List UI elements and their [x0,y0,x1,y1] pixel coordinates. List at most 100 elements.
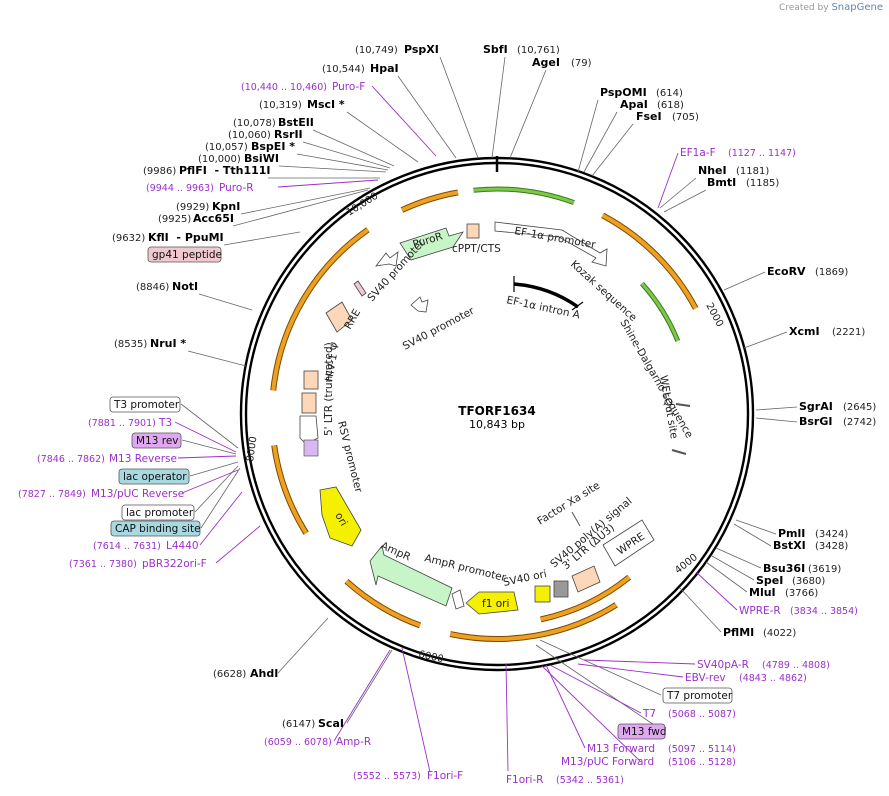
boxed-labels: gp41 peptide T3 promoter M13 rev lac ope… [109,246,733,740]
primer-leader-5 [577,663,684,678]
sv40-promoter-outer-arrow [375,251,399,267]
t3-promoter-box [109,396,181,413]
leader-23 [755,417,798,423]
primer-m13-forward: M13 Forward [587,743,655,755]
sv40-promoter-inner-label: SV40 promoter [401,305,477,353]
leader-15 [577,99,599,173]
enzyme-agei: AgeI [532,56,560,69]
welqut-mark [675,403,691,407]
plasmid-size: 10,843 bp [469,418,525,431]
enzyme-ahdi: AhdI [250,667,278,680]
enzyme-fsei: FseI [636,110,662,123]
enzyme-pflmi: PflMI [723,626,754,639]
ef1a-arc-outer [473,187,575,204]
enzyme-bmti-pos: (1185) [746,178,779,189]
factor-xa-mark [571,511,581,527]
enzyme-ecorv: EcoRV [767,265,806,278]
enzyme-rsrii: RsrII [274,128,303,141]
orf-arc-east-1 [449,603,618,641]
leader-10 [240,187,371,215]
enzyme-pspxi: PspXI [404,43,439,56]
primer-pbr322ori-f: pBR322ori-F [142,558,207,570]
t7-promoter-box [662,687,733,704]
primer-f1ori-f: F1ori-F [427,770,463,782]
leader-26 [715,547,762,569]
primer-ebv-rev-range: (4843 .. 4862) [739,673,807,684]
enzyme-labels: (10,749) PspXI SbfI (10,761) AgeI (79) (… [112,43,876,730]
enzyme-nrui: NruI * [150,337,186,350]
primer-leader-3 [695,571,738,611]
primer-m13-puc-forward-range: (5106 .. 5128) [668,757,736,768]
enzyme-sgrai: SgrAI [799,400,833,413]
primer-amp-r: Amp-R [336,736,371,748]
leader-28 [705,561,748,593]
primer-leader-6 [549,664,642,714]
primer-ebv-rev: EBV-rev [685,672,726,684]
enzyme-mlui-pos: (3766) [785,588,818,599]
leader-25 [733,523,772,547]
factor-xa-label: Factor Xa site [535,480,602,528]
ori-arrow [319,486,362,547]
leader-19 [663,189,707,213]
enzyme-msci: MscI * [307,98,345,111]
primer-leader-7 [545,664,586,749]
leader-2 [509,69,547,159]
enzyme-msci-pos: (10,319) [259,100,302,111]
primer-puro-r-range: (9944 .. 9963) [146,183,214,194]
ampr-arrow [369,545,453,607]
lac-operator-box [118,468,190,485]
enzyme-kfli-pos: (9632) [112,233,145,244]
enzyme-rsrii-pos: (10,060) [228,130,271,141]
ruler-8000: 8000 [245,436,259,463]
ruler-6000: 6000 [417,649,444,665]
enzyme-agei-pos: (79) [571,58,592,69]
leader-24 [735,519,777,535]
leader-7 [296,153,389,171]
primer-f1ori-r-range: (5342 .. 5361) [556,775,624,786]
enzyme-noti-pos: (8846) [136,282,169,293]
lac-promoter-label: lac promoter [126,507,194,519]
leader-5 [312,129,395,167]
lac-promoter-box [121,504,195,521]
lac-operator-label: lac operator [123,471,187,483]
ef1a-arc-inner-outline [640,281,681,342]
ruler-4000: 4000 [673,552,700,576]
shine-dalgarno-label: Shine-Dalgarno sequence [617,318,695,441]
primer-sv40pa-r-range: (4789 .. 4808) [762,660,830,671]
enzyme-apai-pos: (618) [657,100,684,111]
orf-arc-north [401,190,459,212]
cppt-box [466,223,480,239]
m13-rev-label: M13 rev [136,435,179,447]
t7-promoter-label: T7 promoter [666,690,733,702]
leader-30 [277,617,329,674]
enzyme-kpni-pos: (9929) [176,202,209,213]
cap-site-box [110,520,201,537]
enzyme-apai: ApaI [620,98,648,111]
ltr5-box [301,392,317,414]
enzyme-scai-pos: (6147) [282,719,315,730]
enzyme-bsteii-pos: (10,078) [233,118,276,129]
enzyme-bspei-pos: (10,057) [205,142,248,153]
puror-arrow [399,227,464,261]
label-leaders [174,56,798,773]
primer-puro-f: Puro-F [332,81,365,93]
sv40-polya-box [553,580,569,598]
ampr-promoter-arrow [451,589,465,610]
enzyme-pflmi-pos: (4022) [763,628,796,639]
orf-arc-east-2 [540,575,631,622]
enzyme-sgrai-pos: (2645) [843,402,876,413]
enzyme-spei: SpeI [756,574,783,587]
leader-37 [539,639,662,696]
leader-22 [755,406,798,411]
leader-4 [346,111,419,163]
m13-rev-box [131,432,182,449]
primer-sv40pa-r: SV40pA-R [697,659,749,671]
enzyme-pflfi: PflFI - Tth111I [179,164,271,177]
primer-l4440: L4440 [166,540,199,552]
primer-f1ori-r: F1ori-R [506,774,543,786]
sv40-promoter-inner-arrow [410,296,429,313]
sv40-ori-box [534,585,551,603]
hiv-psi-box [303,370,319,390]
primer-ef1a-f-range: (1127 .. 1147) [728,148,796,159]
